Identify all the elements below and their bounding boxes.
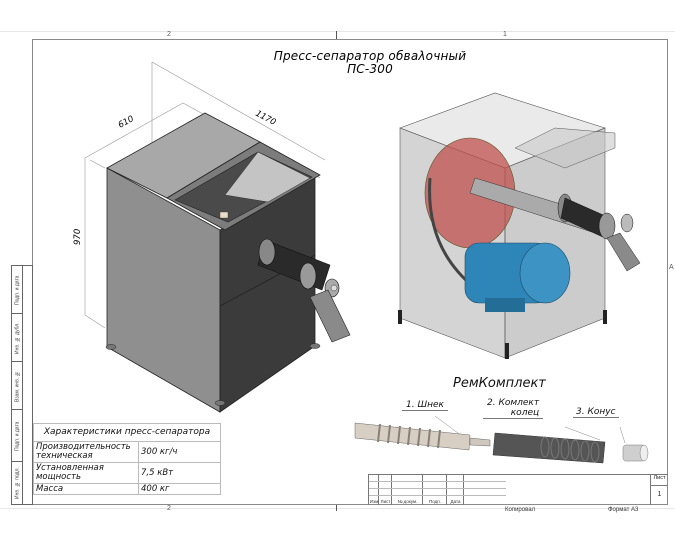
spec-name: Масса xyxy=(33,483,139,495)
tb-col-change: Изм xyxy=(369,499,379,504)
side-stamp-dup-inv: Инв. № дубл. xyxy=(14,322,21,354)
spec-value: 300 кг/ч xyxy=(138,441,221,463)
zone-divider-bottom xyxy=(336,505,337,511)
screw-press-assembly-internal xyxy=(469,177,641,272)
format-label: Формат А3 xyxy=(608,507,639,513)
side-stamp: Подп. и дата Инв. № дубл. Взам. инв. № П… xyxy=(11,265,33,505)
callout-rings-line2: колец xyxy=(510,408,540,418)
spec-value: 7,5 кВт xyxy=(138,462,221,484)
dim-depth: 610 xyxy=(117,114,136,130)
side-stamp-replace-inv: Взам. инв. № xyxy=(14,370,21,402)
machine-exterior-view: 610 1170 970 xyxy=(73,61,351,413)
zone-bottom-2: 2 xyxy=(167,505,171,512)
cone-part xyxy=(622,444,649,462)
title-line-1: Пресс-сепаратор обваλочный xyxy=(273,49,467,63)
repair-kit-parts xyxy=(354,415,649,464)
machine-feet-internal xyxy=(398,310,607,359)
side-stamp-signature-date-1: Подп. и дата xyxy=(14,275,21,305)
sheet-outer-border xyxy=(0,31,675,509)
tb-sheet-number: 1 xyxy=(657,491,662,498)
zone-right-a: A xyxy=(669,264,674,271)
drive-belt xyxy=(428,177,476,290)
auger-part xyxy=(354,422,491,451)
machine-internal-view xyxy=(398,92,641,359)
side-stamp-orig-inv: Инв. № подл. xyxy=(14,467,21,499)
side-stamp-signature-date-2: Подп. и дата xyxy=(14,421,21,451)
screw-press-assembly xyxy=(257,238,351,343)
machine-feet xyxy=(105,343,321,406)
zone-top-1: 1 xyxy=(503,31,507,38)
tb-col-doc-no: № докум. xyxy=(397,499,418,504)
drawing-title: Пресс-сепаратор обваλочный ПС-300 xyxy=(230,50,510,76)
spec-value: 400 кг xyxy=(138,483,221,495)
title-block: Изм Лист № докум. Подп. Дата Лист 1 xyxy=(368,474,668,505)
dim-length: 1170 xyxy=(254,109,278,128)
spec-row: Масса 400 кг xyxy=(33,483,221,495)
tb-sheet-label: Лист xyxy=(651,475,668,486)
tb-col-signature: Подп. xyxy=(429,499,441,504)
spec-table-header-row: Характеристики пресс-сепаратора xyxy=(33,423,221,442)
callout-cone: 3. Конус xyxy=(573,407,619,418)
callout-rings-line1: 2. Комлект xyxy=(487,398,540,408)
rings-set-part xyxy=(492,432,606,464)
tb-col-sheet: Лист xyxy=(380,499,391,504)
spec-table-header: Характеристики пресс-сепаратора xyxy=(33,423,221,442)
zone-top-2: 2 xyxy=(167,31,171,38)
copied-by-label: Копировал xyxy=(505,507,536,513)
repair-kit-heading: РемКомплект xyxy=(453,376,546,391)
spec-table: Характеристики пресс-сепаратора Производ… xyxy=(33,423,221,495)
zone-divider-top xyxy=(336,31,337,39)
dim-height: 970 xyxy=(73,229,83,245)
title-line-2: ПС-300 xyxy=(347,62,393,76)
electric-motor xyxy=(464,242,571,312)
callout-rings-set: 2. Комлект колец xyxy=(483,398,544,419)
callout-auger: 1. Шнек xyxy=(402,400,448,411)
tb-col-date: Дата xyxy=(450,499,461,504)
